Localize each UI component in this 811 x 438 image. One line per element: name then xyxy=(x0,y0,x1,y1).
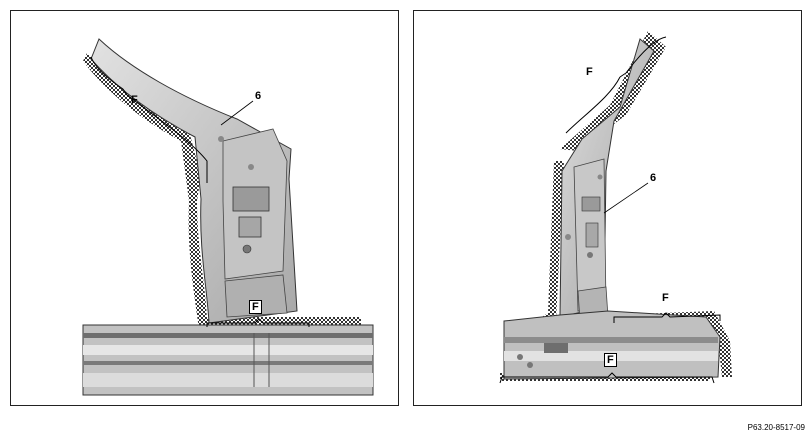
right-view-panel: 6 F F F xyxy=(413,10,802,406)
figure-code: P63.20-8517-09 xyxy=(747,423,805,432)
left-flange-bracket-upper xyxy=(90,56,208,183)
left-part-leader xyxy=(220,100,254,126)
left-flange-bracket-bottom xyxy=(206,318,310,327)
right-flange-label-bottom: F xyxy=(604,353,617,367)
left-weld-flange-bottom xyxy=(201,317,361,325)
left-part-label: 6 xyxy=(255,90,262,102)
left-pillar-illustration xyxy=(82,38,374,396)
right-sill-panel xyxy=(503,310,721,380)
right-part-leader xyxy=(603,182,649,214)
right-flange-label-right: F xyxy=(662,292,669,304)
right-flange-label-upper: F xyxy=(586,66,593,78)
right-flange-bracket-right xyxy=(613,312,721,323)
right-weld-flange-left xyxy=(530,161,564,333)
right-part-label: 6 xyxy=(650,172,657,184)
right-flange-bracket-upper xyxy=(565,36,667,134)
right-flange-bracket-bottom xyxy=(499,372,715,384)
left-flange-label-bottom: F xyxy=(249,300,262,314)
right-pillar-illustration xyxy=(499,31,732,384)
left-flange-label-upper: F xyxy=(131,94,138,106)
left-view-panel: 6 F F xyxy=(10,10,399,406)
